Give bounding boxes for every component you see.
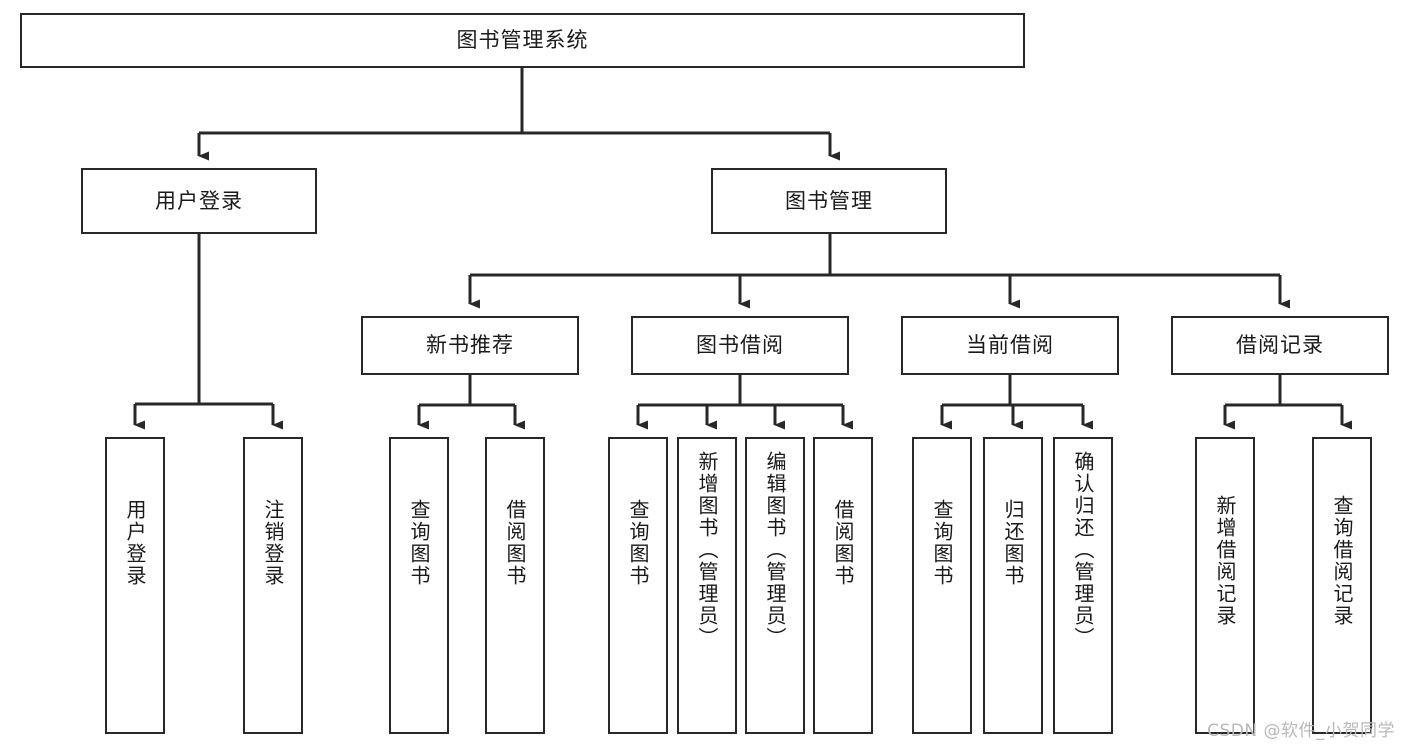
node-label: 确认归还（管理员）: [1071, 451, 1095, 649]
bookborrow-to-leaves-connectors: [636, 375, 853, 430]
node-label: 新增图书（管理员）: [695, 451, 719, 649]
node-leaf-borrow-book-new[interactable]: 借阅图书: [485, 437, 545, 734]
userlogin-to-leaves-connectors: [133, 234, 283, 430]
node-label: 归还图书: [1001, 499, 1025, 587]
bookmanagement-to-level2-connectors: [468, 234, 1290, 309]
node-leaf-query-book-borrow[interactable]: 查询图书: [608, 437, 668, 734]
node-book-management[interactable]: 图书管理: [711, 168, 947, 234]
node-label: 注销登录: [261, 499, 285, 587]
node-label: 图书借阅: [696, 333, 784, 358]
node-label: 图书管理: [785, 188, 873, 213]
node-user-login[interactable]: 用户登录: [81, 168, 317, 234]
node-new-book-recommend[interactable]: 新书推荐: [361, 316, 579, 375]
newbook-to-leaves-connectors: [417, 375, 525, 430]
node-label: 新增借阅记录: [1213, 495, 1237, 627]
node-label: 查询借阅记录: [1330, 495, 1354, 627]
node-label: 编辑图书（管理员）: [763, 451, 787, 649]
node-leaf-user-login[interactable]: 用户登录: [105, 437, 165, 734]
node-leaf-confirm-return-admin[interactable]: 确认归还（管理员）: [1053, 437, 1113, 734]
node-leaf-query-book-new[interactable]: 查询图书: [389, 437, 449, 734]
node-label: 图书管理系统: [456, 28, 589, 53]
node-label: 查询图书: [626, 499, 650, 587]
node-leaf-borrow-book-borrow[interactable]: 借阅图书: [813, 437, 873, 734]
node-label: 用户登录: [155, 188, 243, 213]
node-label: 查询图书: [930, 499, 954, 587]
node-leaf-add-book-admin[interactable]: 新增图书（管理员）: [677, 437, 737, 734]
watermark-text: CSDN @软件_小贺同学: [1207, 721, 1395, 741]
borrowrecord-to-leaves-connectors: [1223, 375, 1352, 430]
node-label: 查询图书: [407, 499, 431, 587]
node-leaf-edit-book-admin[interactable]: 编辑图书（管理员）: [745, 437, 805, 734]
root-to-level1-connectors: [197, 68, 840, 161]
node-leaf-logout-login[interactable]: 注销登录: [243, 437, 303, 734]
node-label: 借阅图书: [503, 499, 527, 587]
node-leaf-add-borrow-record[interactable]: 新增借阅记录: [1195, 437, 1255, 734]
node-root[interactable]: 图书管理系统: [20, 13, 1025, 68]
node-book-borrow[interactable]: 图书借阅: [631, 316, 849, 375]
node-borrow-record[interactable]: 借阅记录: [1171, 316, 1389, 375]
node-current-borrow[interactable]: 当前借阅: [901, 316, 1119, 375]
currentborrow-to-leaves-connectors: [940, 375, 1093, 430]
node-label: 借阅记录: [1236, 333, 1324, 358]
node-leaf-query-book-current[interactable]: 查询图书: [912, 437, 972, 734]
node-leaf-return-book[interactable]: 归还图书: [983, 437, 1043, 734]
node-label: 用户登录: [123, 499, 147, 587]
node-label: 当前借阅: [966, 333, 1054, 358]
node-label: 借阅图书: [831, 499, 855, 587]
node-leaf-query-borrow-record[interactable]: 查询借阅记录: [1312, 437, 1372, 734]
node-label: 新书推荐: [426, 333, 514, 358]
